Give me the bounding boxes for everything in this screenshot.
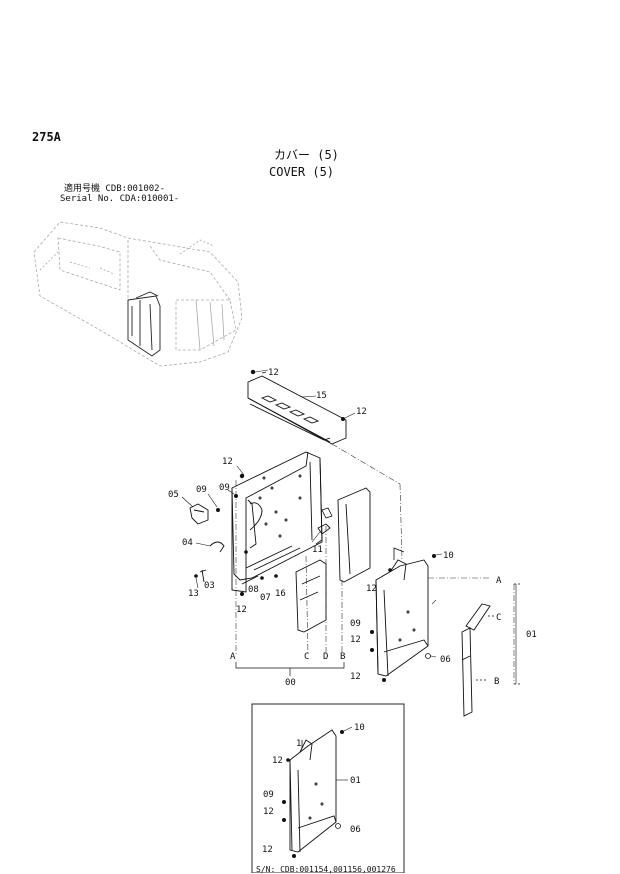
inset-frame [251, 703, 405, 873]
inset-callout-12-b: 12 [263, 807, 274, 817]
title-japanese: カバー (5) [274, 148, 339, 162]
part-11-spacer [317, 523, 331, 535]
inset-assembly [289, 729, 337, 853]
title-english: COVER (5) [269, 165, 335, 179]
inset-serial-footer: S/N: CDB:001154,001156,001276 [256, 865, 396, 874]
part-strip-b [461, 627, 473, 717]
callout-09-right: 09 [350, 619, 361, 629]
callout-06: 06 [440, 655, 451, 665]
part-04-clip [209, 541, 225, 553]
part-panel-d [337, 487, 371, 583]
part-01-right-assembly [375, 559, 429, 677]
callout-04: 04 [182, 538, 193, 548]
inset-callout-06: 06 [350, 825, 361, 835]
inset-callout-09: 09 [263, 790, 274, 800]
inset-callout-1: 1 [296, 739, 301, 749]
callout-16: 16 [275, 589, 286, 599]
callout-03: 03 [204, 581, 215, 591]
inset-callout-10: 10 [354, 723, 365, 733]
letter-b-right: B [494, 677, 499, 687]
callout-11: 11 [312, 545, 323, 555]
callout-10: 10 [443, 551, 454, 561]
letter-c-bottom: C [304, 652, 309, 662]
letter-a-right: A [496, 576, 502, 586]
callout-08: 08 [248, 585, 259, 595]
callout-12-right-2: 12 [350, 635, 361, 645]
letter-d-bottom: D [323, 652, 328, 662]
serial-line-2: Serial No. CDA:010001- [60, 194, 180, 204]
callout-12-top: 12 [268, 368, 279, 378]
callout-05: 05 [168, 490, 179, 500]
excavator-cover-highlight [127, 291, 161, 357]
callout-12-bottom: 12 [236, 605, 247, 615]
callout-13: 13 [188, 589, 199, 599]
excavator-sketch [33, 221, 243, 367]
serial-line-1: 適用号機 CDB:001002- [64, 184, 166, 194]
callout-12-right-3: 12 [350, 672, 361, 682]
leader-lines [235, 443, 515, 684]
callout-12-right: 12 [366, 584, 377, 594]
callout-00: 00 [285, 678, 296, 688]
letter-b-bottom: B [340, 652, 345, 662]
page-code: 275A [32, 130, 61, 144]
callout-07: 07 [260, 593, 271, 603]
part-05-bracket [189, 503, 209, 525]
letter-c-right: C [496, 613, 501, 623]
part-00-main-frame [231, 451, 323, 593]
part-15-top-cover [247, 375, 347, 445]
part-panel-c [295, 559, 327, 633]
inset-callout-12-c: 12 [262, 845, 273, 855]
letter-a-bottom: A [230, 652, 236, 662]
callout-15: 15 [316, 391, 327, 401]
callout-12-top-right: 12 [356, 407, 367, 417]
inset-callout-12-a: 12 [272, 756, 283, 766]
callout-09-b: 09 [219, 483, 230, 493]
part-strip-c [465, 603, 491, 631]
callout-12-left: 12 [222, 457, 233, 467]
callout-09-a: 09 [196, 485, 207, 495]
callout-01: 01 [526, 630, 537, 640]
inset-callout-01: 01 [350, 776, 361, 786]
